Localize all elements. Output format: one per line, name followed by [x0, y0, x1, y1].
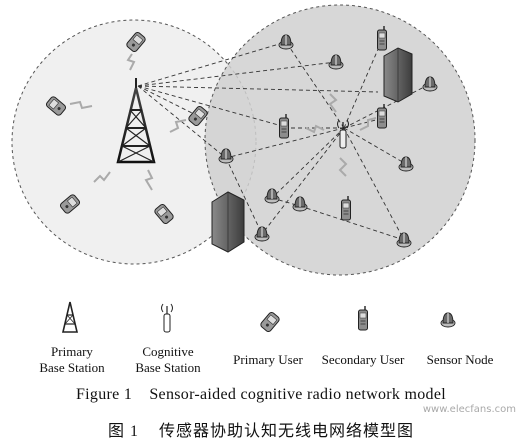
- cognitive-base-station-icon: [337, 119, 349, 149]
- figure-caption-english: Figure 1 Sensor-aided cognitive radio ne…: [75, 386, 447, 403]
- watermark: www.elecfans.com: [422, 404, 516, 415]
- legend-label-primary-user: Primary User: [233, 352, 303, 367]
- building-icon: [383, 47, 413, 103]
- legend-label-secondary-user: Secondary User: [321, 352, 405, 367]
- legend-sensor-node-icon: [440, 312, 456, 328]
- network-diagram: [11, 4, 476, 334]
- legend-primary-user-icon: [259, 310, 281, 334]
- legend-label-primary-base-station: Primary Base Station: [39, 344, 105, 375]
- figure-caption-chinese: 图 1 传感器协助认知无线电网络模型图: [107, 423, 414, 440]
- legend-primary-base-station-icon: [61, 301, 79, 333]
- primary-dashed-links: [137, 41, 379, 159]
- building-icon: [211, 191, 245, 253]
- legend-cognitive-base-station-icon: [161, 303, 173, 333]
- legend-label-cognitive-base-station: Cognitive Base Station: [135, 344, 201, 375]
- legend-secondary-user-icon: [357, 305, 369, 331]
- cognitive-dashed-links: [225, 39, 431, 241]
- radio-links: [69, 53, 377, 191]
- primary-base-station-icon: [116, 78, 156, 164]
- legend-label-sensor-node: Sensor Node: [426, 352, 494, 367]
